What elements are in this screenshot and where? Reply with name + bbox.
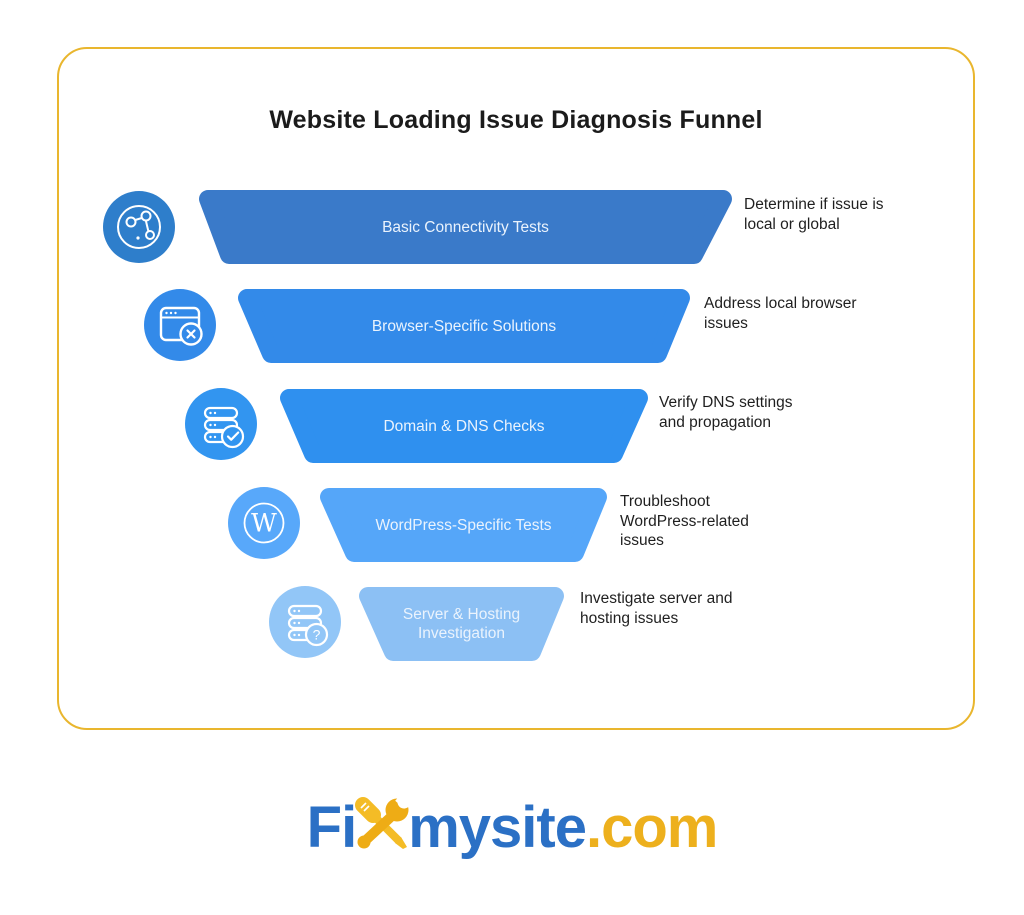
network-globe-icon bbox=[103, 191, 175, 263]
page-title: Website Loading Issue Diagnosis Funnel bbox=[269, 106, 763, 134]
funnel-bar-basic-connectivity bbox=[199, 190, 732, 264]
funnel-bar-domain-dns bbox=[280, 389, 648, 463]
funnel-bar-server-hosting bbox=[359, 587, 564, 661]
server-question-icon: ? bbox=[269, 586, 341, 658]
fixmysite-logo: Fi mysite .com bbox=[0, 786, 1024, 870]
funnel-bar-label: Basic Connectivity Tests bbox=[382, 218, 549, 236]
funnel-bar-label: Domain & DNS Checks bbox=[383, 417, 545, 435]
logo-text-mysite: mysite bbox=[408, 795, 587, 860]
funnel-bar-label: Server & Hosting Investigation bbox=[402, 606, 521, 642]
funnel-bar-browser-solutions bbox=[238, 289, 690, 363]
funnel-step-description: Verify DNS settings and propagation bbox=[659, 394, 793, 431]
funnel-bar-label: WordPress-Specific Tests bbox=[375, 516, 552, 534]
funnel-bar-wordpress-tests bbox=[320, 488, 607, 562]
logo-text-com: .com bbox=[585, 795, 718, 860]
svg-text:W: W bbox=[251, 509, 277, 538]
crossed-tools-icon bbox=[355, 794, 411, 849]
wordpress-icon: W bbox=[228, 487, 300, 559]
funnel-step-description: Address local browser issues bbox=[704, 295, 857, 332]
funnel-step-description: Determine if issue is local or global bbox=[744, 196, 884, 233]
funnel-bar-label: Browser-Specific Solutions bbox=[371, 317, 557, 335]
funnel-step-description: Investigate server and hosting issues bbox=[580, 590, 733, 627]
svg-text:?: ? bbox=[313, 627, 321, 643]
infographic-card: Website Loading Issue Diagnosis Funnel B… bbox=[57, 47, 975, 730]
funnel-step-description: Troubleshoot WordPress-related issues bbox=[620, 493, 749, 549]
logo-text-fi: Fi bbox=[306, 795, 358, 860]
browser-error-icon bbox=[144, 289, 216, 361]
server-check-icon bbox=[185, 388, 257, 460]
